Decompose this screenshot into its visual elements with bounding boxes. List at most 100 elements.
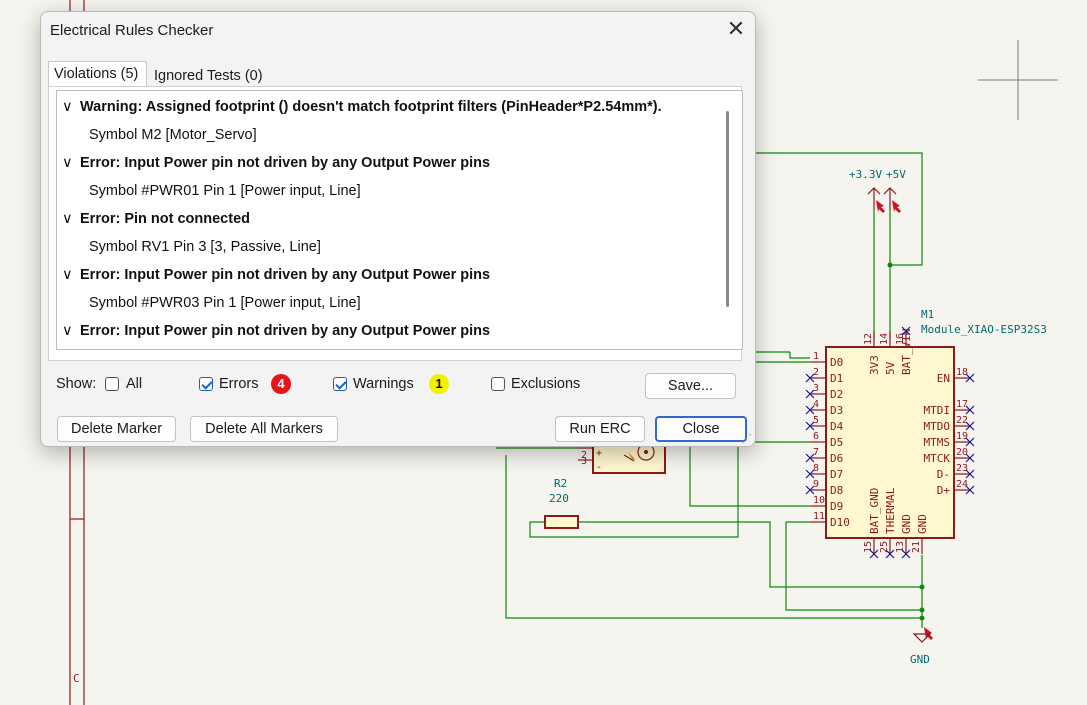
tab-ignored-tests[interactable]: Ignored Tests (0) bbox=[154, 68, 263, 84]
pin-number: 18 bbox=[956, 367, 968, 378]
no-connect-marker bbox=[885, 549, 895, 559]
pin-name: D6 bbox=[830, 452, 843, 465]
pin-number: 8 bbox=[813, 463, 819, 474]
errors-count-badge: 4 bbox=[271, 374, 291, 394]
chevron-down-icon[interactable]: ∨ bbox=[62, 99, 73, 115]
violations-panel: ∨Warning: Assigned footprint () doesn't … bbox=[48, 86, 743, 361]
pin-name: D5 bbox=[830, 436, 843, 449]
warnings-checkbox[interactable] bbox=[333, 377, 347, 391]
dialog-title: Electrical Rules Checker bbox=[50, 22, 214, 39]
show-label: Show: bbox=[56, 376, 97, 392]
pin-name: D0 bbox=[830, 356, 843, 369]
wires bbox=[505, 152, 923, 628]
pin-number: 4 bbox=[813, 399, 819, 410]
close-icon[interactable]: ✕ bbox=[726, 16, 746, 41]
chevron-down-icon[interactable]: ∨ bbox=[62, 323, 73, 339]
module-ref: M1 bbox=[921, 308, 934, 321]
violation-detail[interactable]: Symbol RV1 Pin 3 [3, Passive, Line] bbox=[89, 239, 321, 255]
power-3v3-label: +3.3V bbox=[849, 168, 882, 181]
run-erc-button[interactable]: Run ERC bbox=[555, 416, 645, 442]
gnd-label: GND bbox=[910, 653, 930, 666]
pin-number: 10 bbox=[813, 495, 825, 506]
servo-plus: + bbox=[596, 448, 602, 459]
violation-detail[interactable]: Symbol M2 [Motor_Servo] bbox=[89, 127, 257, 143]
violation-heading[interactable]: ∨Error: Input Power pin not driven by an… bbox=[62, 264, 490, 286]
violation-heading[interactable]: ∨Warning: Assigned footprint () doesn't … bbox=[62, 96, 662, 118]
violation-heading[interactable]: ∨Error: Input Power pin not driven by an… bbox=[62, 320, 490, 342]
module-value: Module_XIAO-ESP32S3 bbox=[921, 323, 1047, 336]
all-checkbox[interactable] bbox=[105, 377, 119, 391]
junctions bbox=[887, 262, 925, 621]
no-connect-marker bbox=[805, 421, 815, 431]
border-letter: C bbox=[73, 672, 80, 685]
no-connect-marker bbox=[805, 469, 815, 479]
pin-number: 2 bbox=[813, 367, 819, 378]
pin-name: MTDO bbox=[924, 420, 951, 433]
no-connect-marker bbox=[965, 469, 975, 479]
delete-all-markers-button[interactable]: Delete All Markers bbox=[190, 416, 338, 442]
warnings-label[interactable]: Warnings bbox=[353, 376, 414, 392]
pin-number: 21 bbox=[911, 541, 922, 553]
pin-number: 6 bbox=[813, 431, 819, 442]
chevron-down-icon[interactable]: ∨ bbox=[62, 211, 73, 227]
save-button[interactable]: Save... bbox=[645, 373, 736, 399]
resize-grip-icon[interactable]: ⋰ bbox=[741, 433, 752, 445]
pin-number: 22 bbox=[956, 415, 968, 426]
violation-heading[interactable]: ∨Error: Input Power pin not driven by an… bbox=[62, 152, 490, 174]
no-connect-marker bbox=[965, 437, 975, 447]
pin-name: D7 bbox=[830, 468, 843, 481]
servo-minus: - bbox=[596, 462, 602, 473]
power-5v-label: +5V bbox=[886, 168, 906, 181]
list-scrollbar[interactable] bbox=[726, 111, 729, 307]
pin-name: EN bbox=[937, 372, 950, 385]
gnd-symbol bbox=[912, 633, 932, 643]
exclusions-checkbox[interactable] bbox=[491, 377, 505, 391]
pin-number: 25 bbox=[879, 541, 890, 553]
no-connect-marker bbox=[805, 453, 815, 463]
no-connect-marker bbox=[965, 421, 975, 431]
pin-number: 3 bbox=[813, 383, 819, 394]
errors-checkbox[interactable] bbox=[199, 377, 213, 391]
warnings-count-badge: 1 bbox=[429, 374, 449, 394]
no-connect-marker bbox=[965, 453, 975, 463]
power-arrows bbox=[867, 187, 897, 210]
violation-detail[interactable]: Symbol #PWR03 Pin 1 [Power input, Line] bbox=[89, 295, 361, 311]
tab-violations[interactable]: Violations (5) bbox=[48, 61, 147, 87]
close-button[interactable]: Close bbox=[655, 416, 747, 442]
pin-number: 16 bbox=[895, 333, 906, 345]
pin-name: MTMS bbox=[924, 436, 951, 449]
no-connect-marker bbox=[805, 405, 815, 415]
pin-number: 19 bbox=[956, 431, 968, 442]
violation-detail[interactable]: Symbol #PWR01 Pin 1 [Power input, Line] bbox=[89, 183, 361, 199]
errors-label[interactable]: Errors bbox=[219, 376, 259, 392]
violations-list[interactable]: ∨Warning: Assigned footprint () doesn't … bbox=[56, 90, 743, 350]
no-connect-marker bbox=[869, 549, 879, 559]
all-label[interactable]: All bbox=[126, 376, 143, 392]
pin-name: 5V bbox=[884, 361, 897, 375]
pin-name: D- bbox=[937, 468, 950, 481]
erc-dialog: Electrical Rules Checker ✕ Violations (5… bbox=[40, 11, 756, 447]
pin-name: D+ bbox=[937, 484, 951, 497]
pin-name: D3 bbox=[830, 404, 843, 417]
chevron-down-icon[interactable]: ∨ bbox=[62, 267, 73, 283]
pin-number: 12 bbox=[863, 333, 874, 345]
violation-heading[interactable]: ∨Error: Pin not connected bbox=[62, 208, 250, 230]
pin-name: MTDI bbox=[924, 404, 951, 417]
pin-name: GND bbox=[900, 514, 913, 534]
pin-name: D2 bbox=[830, 388, 843, 401]
chevron-down-icon[interactable]: ∨ bbox=[62, 155, 73, 171]
pin-number: 9 bbox=[813, 479, 819, 490]
pin-number: 13 bbox=[895, 541, 906, 553]
resistor-r2 bbox=[544, 515, 579, 529]
no-connect-marker bbox=[805, 485, 815, 495]
exclusions-label[interactable]: Exclusions bbox=[511, 376, 581, 392]
pin-number: 5 bbox=[813, 415, 819, 426]
no-connect-marker bbox=[805, 373, 815, 383]
servo-pin-2: 2 bbox=[581, 450, 587, 461]
no-connect-marker bbox=[965, 485, 975, 495]
pin-number: 7 bbox=[813, 447, 819, 458]
pin-name: D8 bbox=[830, 484, 843, 497]
delete-marker-button[interactable]: Delete Marker bbox=[57, 416, 176, 442]
